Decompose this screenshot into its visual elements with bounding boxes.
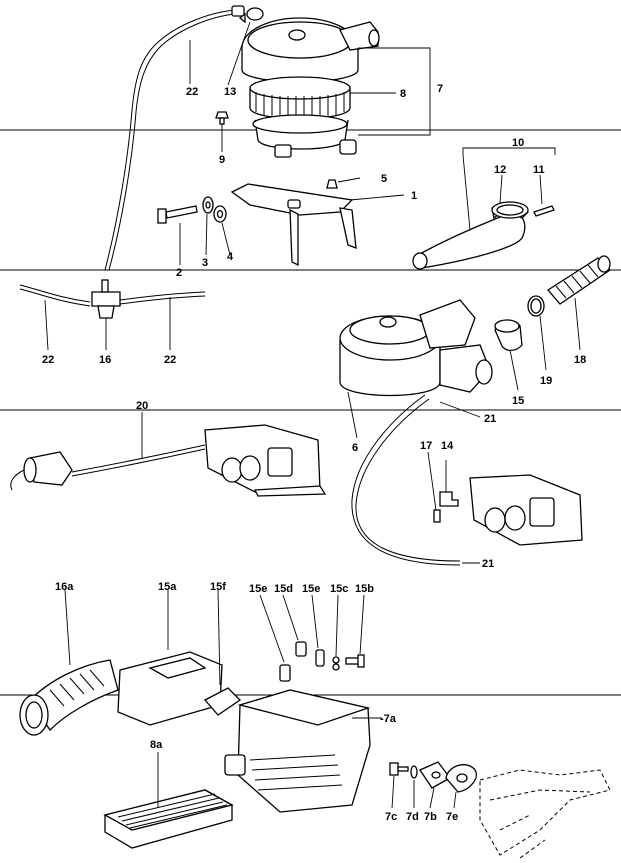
screw-11 [533, 205, 555, 217]
grommet-4 [213, 205, 227, 223]
mounting-bracket-dashed [479, 769, 611, 859]
bolt-2 [157, 205, 198, 224]
label-15c: 15c [330, 583, 348, 595]
vacuum-hose-22-left [19, 284, 91, 351]
label-6: 6 [352, 442, 358, 454]
part-labels: 22 13 7 8 9 5 1 10 12 11 2 3 4 22 16 22 … [42, 83, 586, 823]
seal-15e-left [259, 594, 291, 682]
washer-7d [410, 765, 418, 808]
bracket-10 [462, 147, 556, 155]
label-21: 21 [482, 558, 494, 570]
label-14: 14 [441, 440, 454, 452]
label-15e: 15e [302, 583, 320, 595]
leader-21 [439, 401, 481, 418]
label-8a: 8a [150, 739, 163, 751]
label-9: 9 [219, 154, 225, 166]
label-4: 4 [227, 251, 234, 263]
clamp-12 [491, 201, 529, 219]
label-20: 20 [136, 400, 148, 412]
throttle-body-right [469, 474, 583, 546]
gasket-7e [445, 764, 477, 809]
corrugated-hose-18 [547, 255, 612, 305]
leader-12 [499, 174, 503, 204]
bracket-7 [358, 47, 431, 136]
air-cleaner-housing-7 [241, 17, 380, 83]
label-7c: 7c [385, 811, 397, 823]
label-17: 17 [420, 440, 432, 452]
label-7d: 7d [406, 811, 419, 823]
air-cleaner-lower-housing [252, 114, 357, 158]
bolt-7c [389, 762, 409, 809]
label-15f: 15f [210, 581, 226, 593]
screw-15b [345, 594, 365, 668]
air-flow-meter-15a [117, 590, 223, 726]
clamp-19 [527, 295, 545, 317]
leader-5 [337, 177, 361, 183]
vacuum-valve-16 [91, 279, 121, 350]
leader-13 [227, 21, 251, 86]
vacuum-unit-left [10, 451, 73, 491]
label-3: 3 [202, 257, 208, 269]
vacuum-valve-13 [238, 7, 264, 24]
label-15d: 15d [274, 583, 293, 595]
leader-19 [539, 315, 547, 371]
vacuum-hose-22-top [104, 5, 245, 271]
label-16: 16 [99, 354, 111, 366]
t-piece-14 [439, 460, 459, 507]
label-15a: 15a [158, 581, 177, 593]
wing-nut-9 [215, 111, 229, 125]
bracket-1 [230, 183, 357, 267]
leader-1 [349, 194, 405, 201]
connector-17 [427, 451, 441, 523]
leader-11 [539, 174, 543, 205]
label-5: 5 [381, 173, 387, 185]
label-2: 2 [176, 267, 182, 279]
filter-element-8 [249, 76, 351, 120]
label-7e: 7e [446, 811, 458, 823]
label-10: 10 [512, 137, 524, 149]
air-duct-16a [19, 589, 119, 736]
label-15b: 15b [355, 583, 374, 595]
leader-3 [205, 213, 208, 256]
label-7b: 7b [424, 811, 437, 823]
vacuum-line-21 [351, 394, 461, 566]
plate-7b [419, 761, 451, 809]
label-16a: 16a [55, 581, 74, 593]
label-22: 22 [42, 354, 54, 366]
label-7: 7 [437, 83, 443, 95]
seal-15e-right [311, 594, 325, 667]
spring-15c [332, 594, 340, 671]
filter-element-8a [103, 752, 234, 849]
air-cleaner-housing-7a [224, 689, 382, 813]
leader-6 [347, 391, 358, 439]
label-7a: -7a [380, 713, 397, 725]
leader-15 [509, 349, 519, 391]
seal-15d [282, 594, 307, 657]
label-11: 11 [533, 164, 545, 176]
air-cleaner-assembly-6 [339, 299, 493, 397]
label-22: 22 [186, 86, 198, 98]
label-15: 15 [512, 395, 524, 407]
leader-4 [221, 222, 231, 256]
gasket-15f [203, 589, 242, 716]
label-13: 13 [224, 86, 236, 98]
label-22: 22 [164, 354, 176, 366]
washer-3 [202, 196, 214, 214]
leader-10 [462, 154, 471, 231]
hose-20 [71, 412, 206, 477]
throttle-body-left [204, 424, 327, 497]
label-18: 18 [574, 354, 586, 366]
label-19: 19 [540, 375, 552, 387]
elbow-15 [494, 319, 523, 352]
label-8: 8 [400, 88, 406, 100]
vacuum-hose-22-right [119, 291, 206, 350]
label-1: 1 [411, 190, 417, 202]
label-15e: 15e [249, 583, 267, 595]
cap-5 [326, 179, 338, 189]
leader-18 [574, 297, 581, 351]
label-12: 12 [494, 164, 506, 176]
label-21: 21 [484, 413, 496, 425]
